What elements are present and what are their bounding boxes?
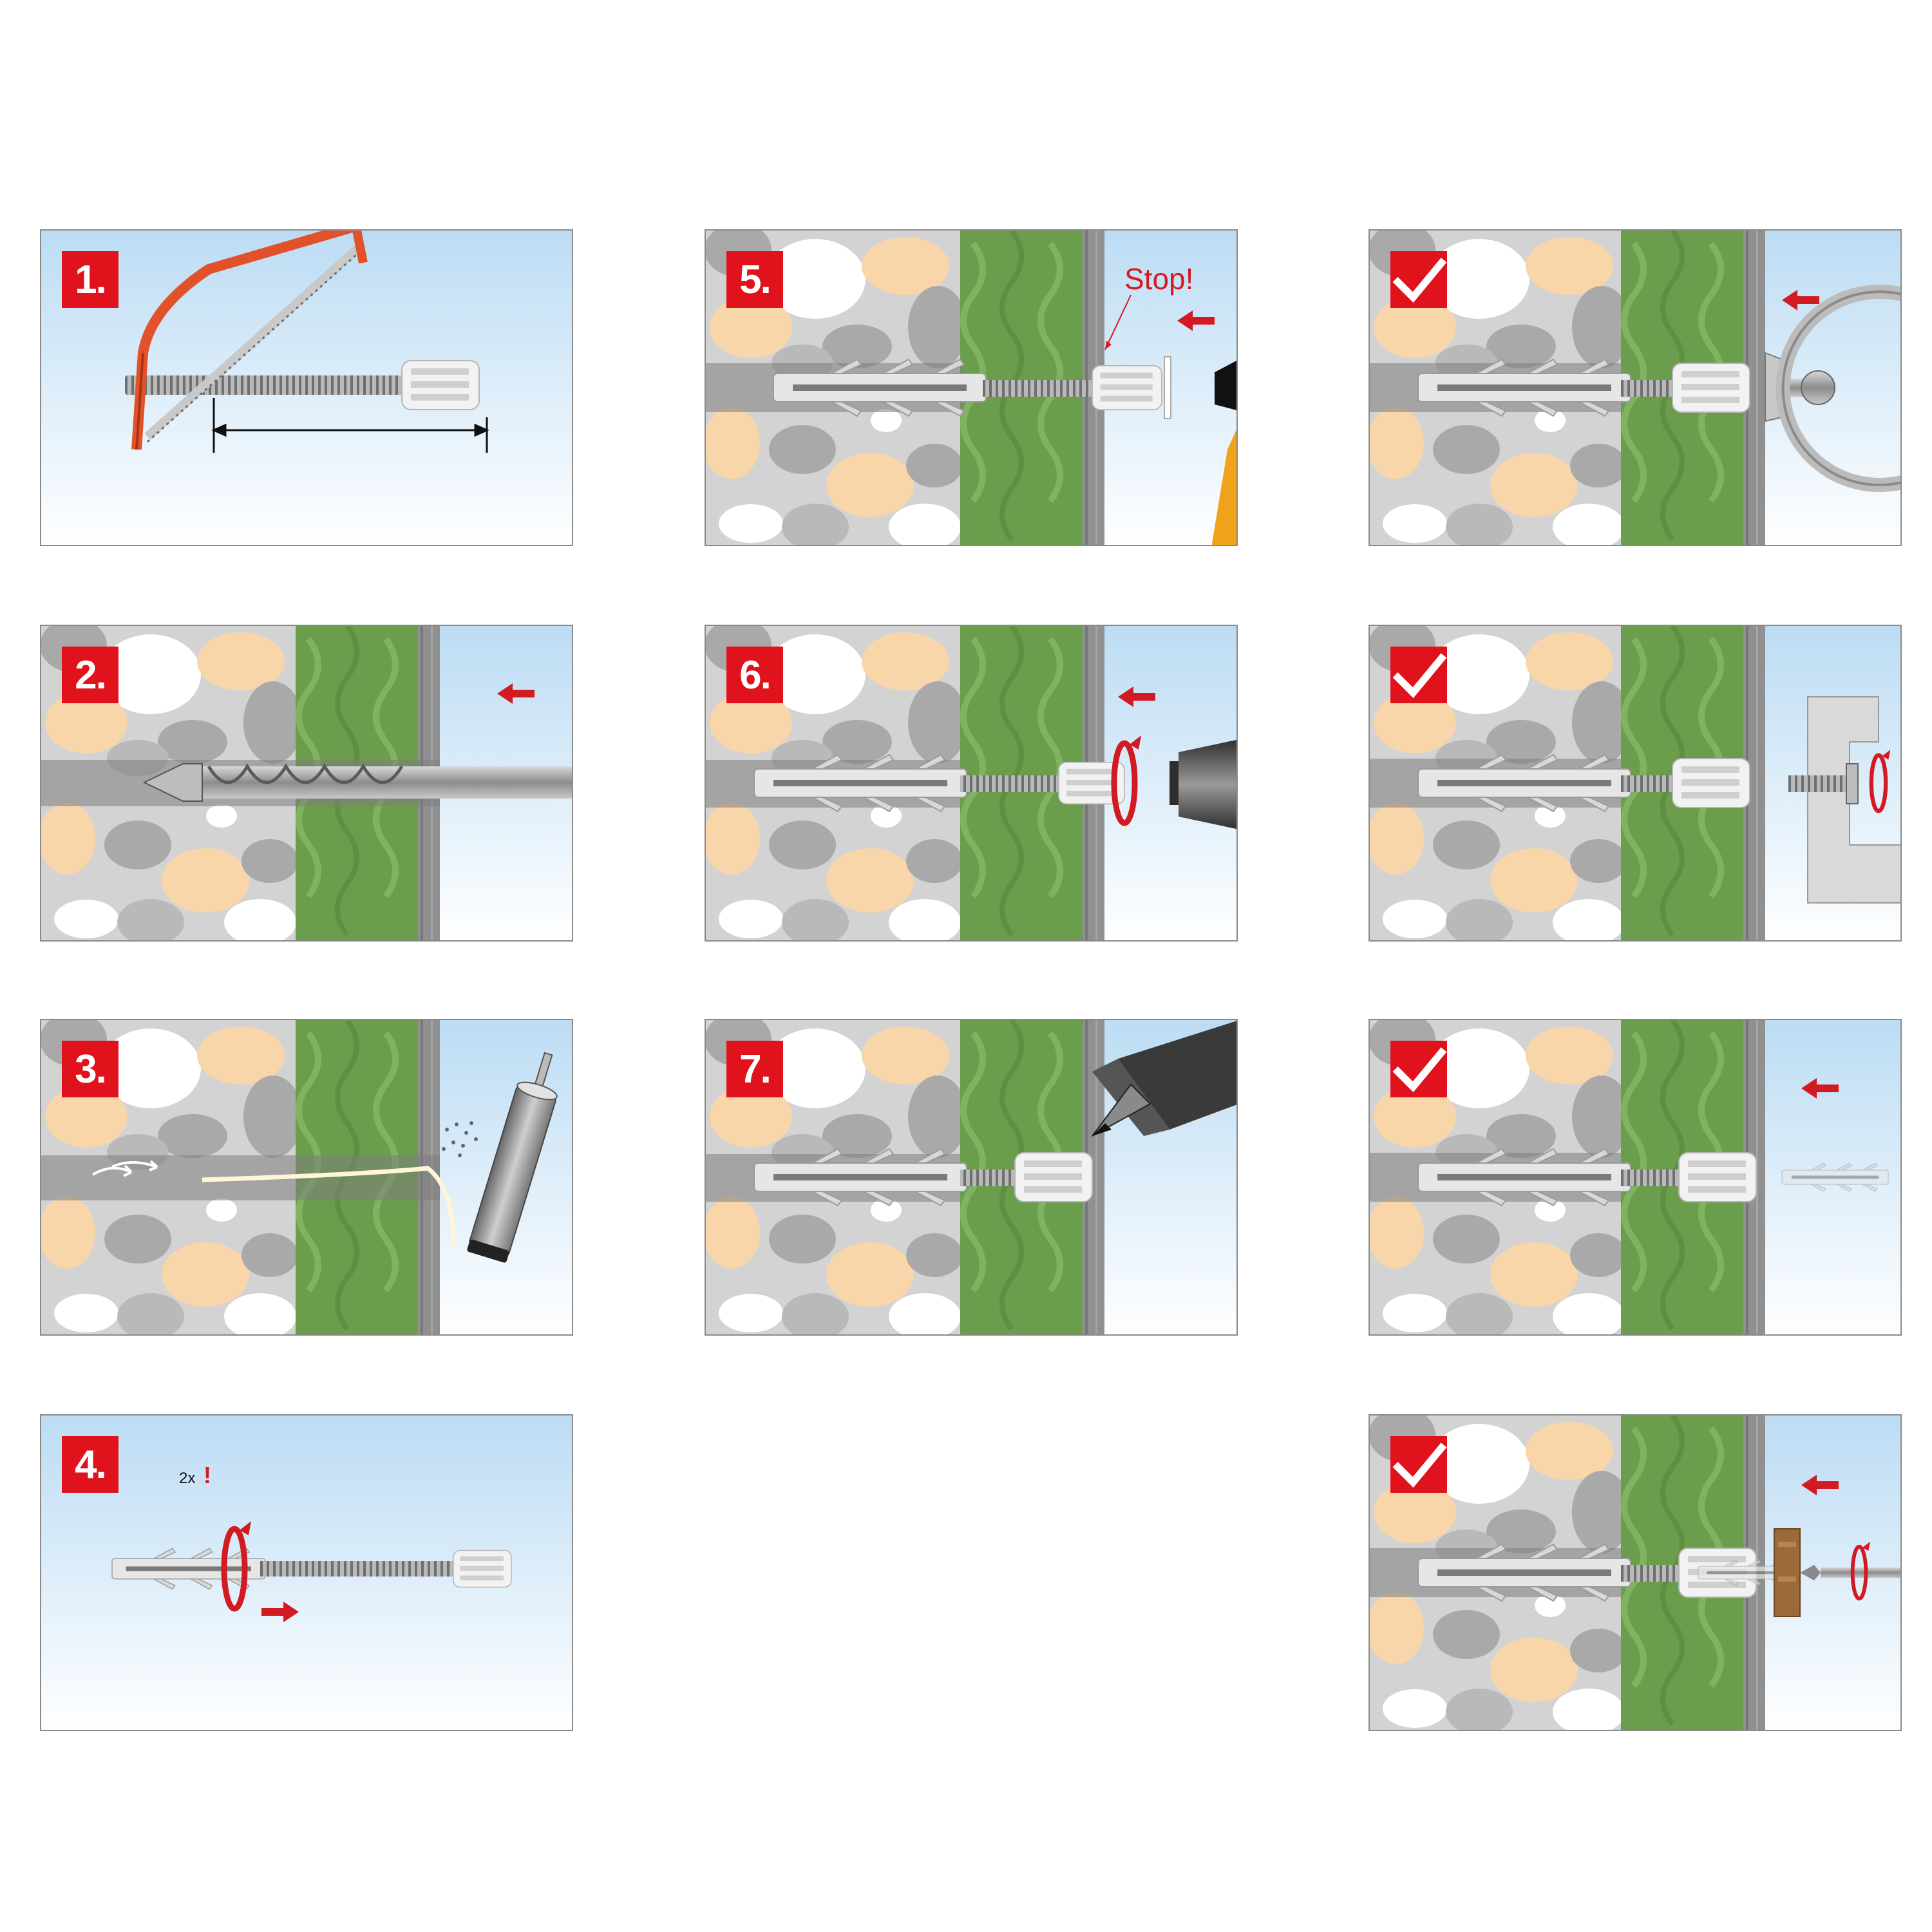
step-7-illustration — [706, 1020, 1236, 1334]
step-3-illustration — [41, 1020, 572, 1334]
step-badge: 1. — [62, 251, 118, 308]
drill-chuck-icon — [1170, 739, 1236, 829]
step-6-illustration — [706, 626, 1236, 940]
step-badge: 6. — [726, 647, 783, 703]
result-pipe-clamp-illustration — [1370, 231, 1900, 545]
repeat-label: 2x — [179, 1470, 196, 1487]
warning-mark: ! — [204, 1462, 211, 1488]
step-1-panel: 1. — [40, 229, 573, 546]
result-plug-illustration — [1370, 1020, 1900, 1334]
step-badge: 7. — [726, 1041, 783, 1097]
drill-bit-icon — [142, 763, 572, 802]
step-6-panel: 6. — [705, 625, 1238, 942]
step-3-panel: 3. — [40, 1019, 573, 1336]
step-badge: 4. — [62, 1436, 118, 1493]
step-5-illustration — [706, 231, 1236, 545]
checkmark-icon — [1390, 1041, 1447, 1097]
checkmark-icon — [1390, 647, 1447, 703]
step-2-illustration — [41, 626, 572, 940]
step-7-panel: 7. — [705, 1019, 1238, 1336]
step-4-panel: 4. 2x ! — [40, 1414, 573, 1731]
stop-label: Stop! — [1124, 262, 1194, 296]
checkmark-icon — [1390, 251, 1447, 308]
result-bracket-illustration — [1370, 626, 1900, 940]
result-panel-pipe-clamp — [1368, 229, 1902, 546]
result-panel-wood — [1368, 1414, 1902, 1731]
hacksaw-icon — [131, 231, 368, 450]
hammer-icon — [1211, 361, 1236, 545]
result-panel-bracket — [1368, 625, 1902, 942]
step-5-panel: 5. Stop! — [705, 229, 1238, 546]
length-dimension — [211, 398, 489, 453]
step-badge: 2. — [62, 647, 118, 703]
step-1-illustration — [41, 231, 572, 545]
step-badge: 3. — [62, 1041, 118, 1097]
step-4-illustration — [41, 1416, 572, 1730]
result-panel-plug — [1368, 1019, 1902, 1336]
step-2-panel: 2. — [40, 625, 573, 942]
blow-out-pump-icon — [467, 1052, 558, 1263]
step-badge: 5. — [726, 251, 783, 308]
checkmark-icon — [1390, 1436, 1447, 1493]
result-wood-illustration — [1370, 1416, 1900, 1730]
sealant-cartridge-icon — [1092, 1021, 1236, 1137]
